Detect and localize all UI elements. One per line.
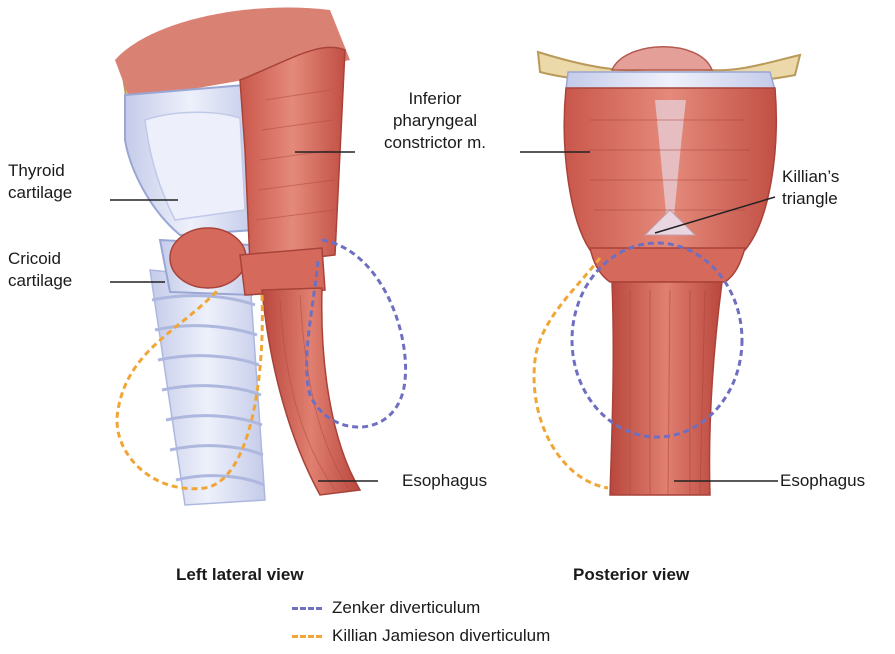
label-esophagus-right: Esophagus <box>780 470 865 492</box>
left-lateral-illustration <box>115 7 406 505</box>
view-title-right: Posterior view <box>573 565 689 585</box>
legend-swatch-zenker <box>292 607 322 610</box>
posterior-illustration <box>534 47 800 495</box>
legend-zenker: Zenker diverticulum <box>292 598 480 618</box>
legend-label-killian-jamieson: Killian Jamieson diverticulum <box>332 626 550 646</box>
legend-swatch-killian-jamieson <box>292 635 322 638</box>
cricothyroid-muscle <box>170 228 246 288</box>
esophagus-right-shape <box>610 282 722 495</box>
legend-label-zenker: Zenker diverticulum <box>332 598 480 618</box>
label-inferior-constrictor: Inferior pharyngeal constrictor m. <box>365 88 505 154</box>
label-esophagus-left: Esophagus <box>402 470 487 492</box>
label-thyroid-cartilage: Thyroid cartilage <box>8 160 72 204</box>
esophagus-left-shape <box>262 288 360 495</box>
label-cricoid-cartilage: Cricoid cartilage <box>8 248 72 292</box>
label-killians-triangle: Killian’s triangle <box>782 166 839 210</box>
inferior-constrictor-left <box>240 47 345 265</box>
legend-killian-jamieson: Killian Jamieson diverticulum <box>292 626 550 646</box>
killian-jamieson-outline-right <box>534 258 608 488</box>
view-title-left: Left lateral view <box>176 565 304 585</box>
epiglottis-top <box>612 47 712 70</box>
trachea-left <box>150 270 265 505</box>
